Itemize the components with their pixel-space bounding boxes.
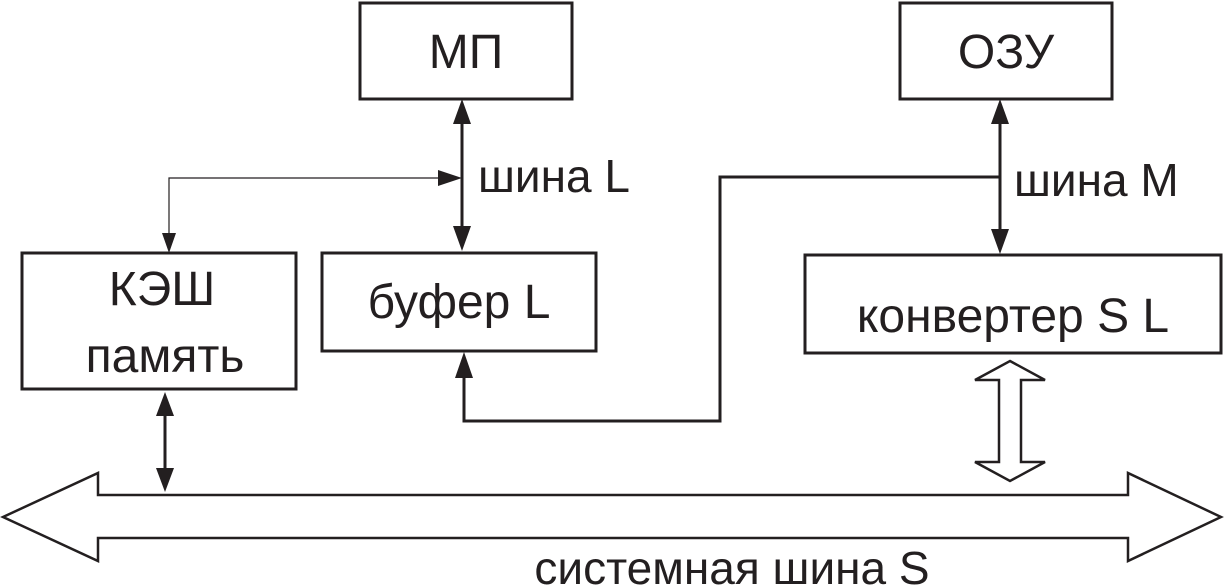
bus-l-label: шина L: [478, 150, 630, 202]
cache-connector-arrowhead-down: [162, 233, 176, 253]
mp-label: МП: [429, 26, 503, 79]
bus-m-to-buffer-connector: [462, 175, 1000, 423]
ozu-box: [898, 1, 1114, 101]
cache-sys-arrowhead-down: [156, 468, 174, 492]
cache-to-bus-l-connector: [168, 177, 444, 237]
converter-to-system-bus-arrow: [974, 359, 1046, 483]
cache-memory-box: [20, 251, 298, 391]
system-bus-s-arrow: [0, 471, 1224, 563]
buffer-l-box: [320, 251, 598, 353]
cache-sys-arrowhead-up: [156, 392, 174, 416]
cache-connector-arrowhead-right: [438, 170, 462, 186]
buffer-connector-arrowhead-up: [455, 352, 473, 378]
mp-box: [358, 1, 574, 101]
converter-s-l-label: конвертер S L: [857, 290, 1169, 343]
bus-m-arrowhead-up: [991, 99, 1009, 124]
bus-l-arrowhead-down: [453, 226, 471, 251]
ozu-label: ОЗУ: [958, 26, 1055, 79]
buffer-l-label: буфер L: [368, 276, 551, 329]
bus-l-arrowhead-up: [453, 99, 471, 124]
bus-m-arrowhead-down: [991, 229, 1009, 254]
bus-m-label: шина M: [1014, 154, 1179, 206]
converter-s-l-box: [803, 253, 1223, 355]
system-bus-s-label: системная шина S: [534, 542, 929, 587]
cache-label-line1: КЭШ: [109, 263, 215, 316]
cache-label-line2: память: [86, 330, 245, 383]
